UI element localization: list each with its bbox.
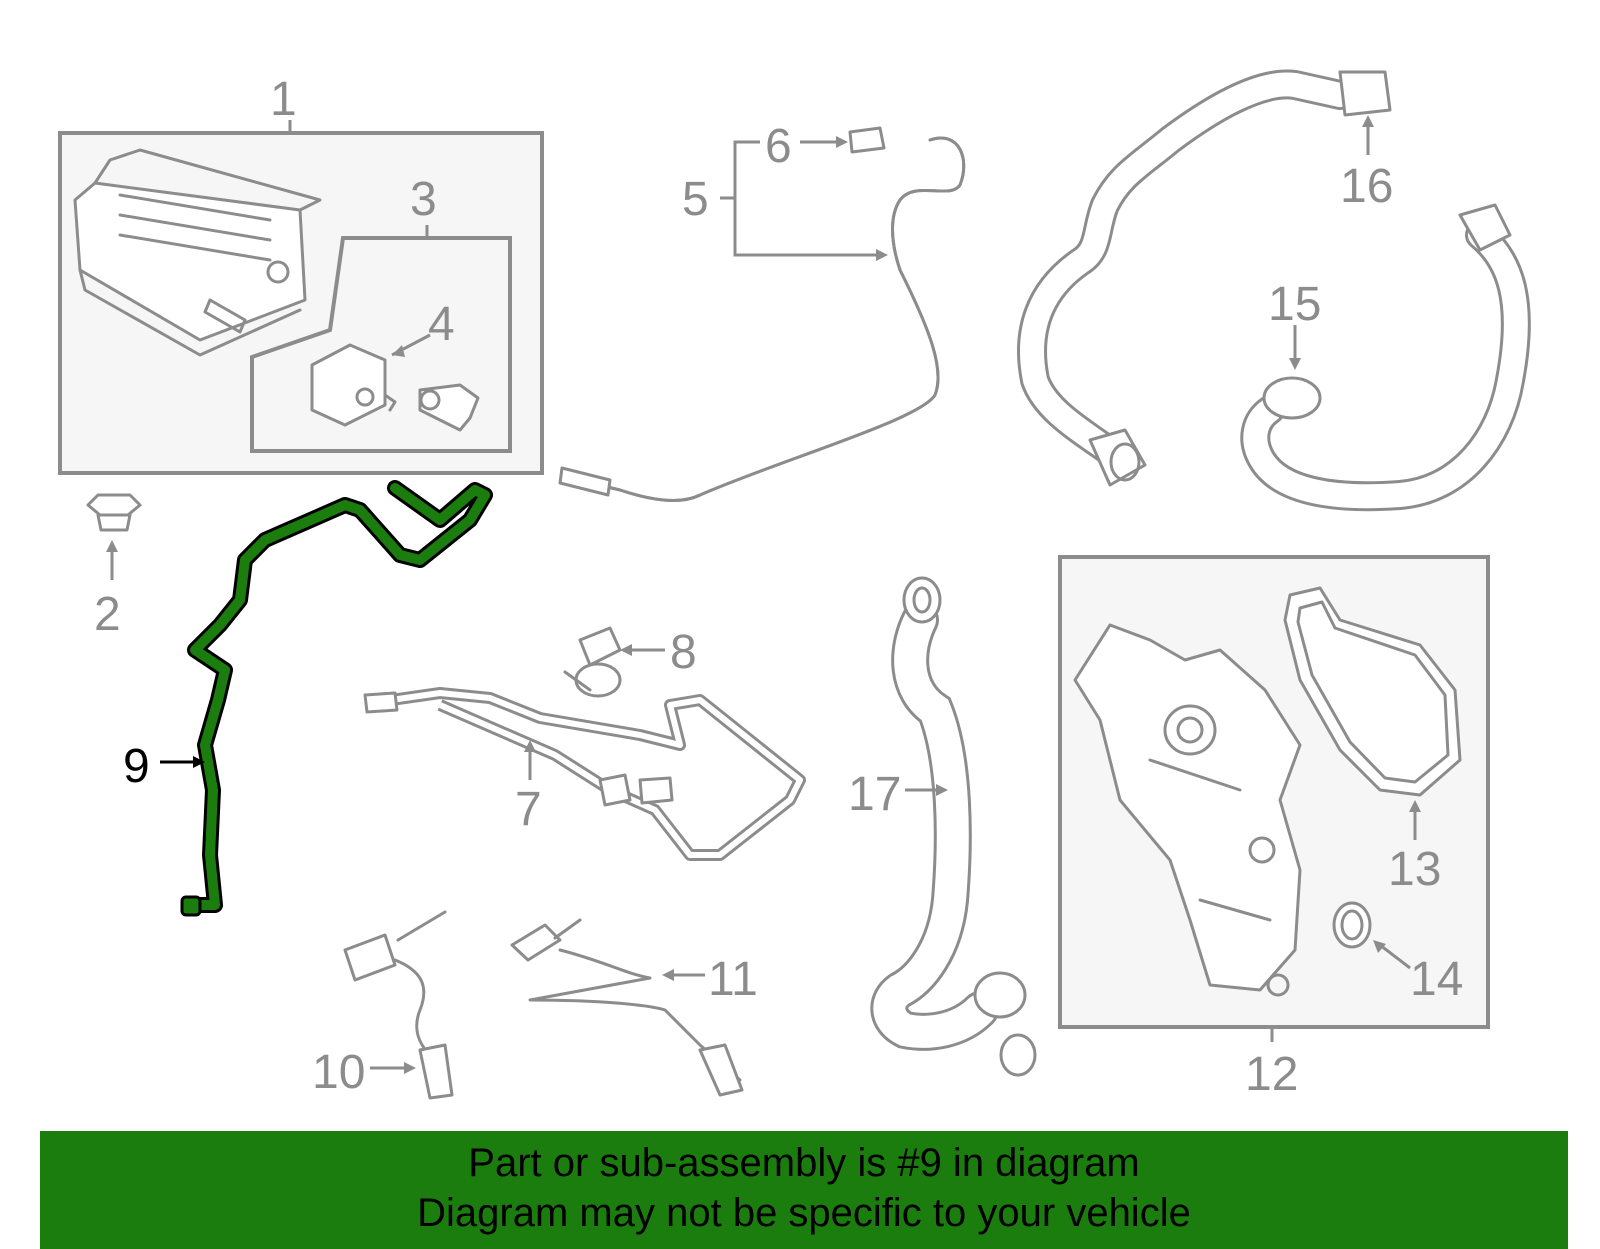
callout-6: 6 [765,120,792,173]
callout-14: 14 [1410,953,1463,1006]
part-13-gasket [1283,586,1462,797]
part-1-canister [73,148,322,357]
banner-line-1: Part or sub-assembly is #9 in diagram [468,1141,1140,1185]
callout-1: 1 [270,73,297,126]
callout-8: 8 [670,626,697,679]
part-10-oxygen-sensor [343,910,454,1100]
info-banner: Part or sub-assembly is #9 in diagram Di… [40,1131,1568,1249]
callout-9: 9 [123,740,150,793]
part-6-cap [848,126,886,154]
callout-2: 2 [94,588,121,641]
callout-7: 7 [515,783,542,836]
part-11-oxygen-sensor [510,918,744,1097]
part-7-tube-assembly [363,687,806,861]
callout-3: 3 [410,173,437,226]
callout-15: 15 [1268,278,1321,331]
part-4-sensor [310,343,480,432]
part-9-hose-highlighted [180,480,493,917]
part-5-tube [558,136,966,502]
callout-12: 12 [1245,1048,1298,1101]
callout-13: 13 [1388,843,1441,896]
part-8-clip [563,626,622,698]
callout-4: 4 [428,298,455,351]
callout-17: 17 [848,768,901,821]
callout-16: 16 [1340,160,1393,213]
part-12-housing [1073,623,1302,997]
banner-line-2: Diagram may not be specific to your vehi… [417,1191,1191,1235]
part-16-hose [1017,69,1392,487]
part-17-hose [870,576,1037,1077]
part-14-o-ring [1332,901,1372,949]
callout-10: 10 [312,1046,365,1099]
callout-5: 5 [682,173,709,226]
part-2-nut [86,493,142,532]
part-15-hose [1240,203,1531,512]
callout-11: 11 [708,953,758,1006]
